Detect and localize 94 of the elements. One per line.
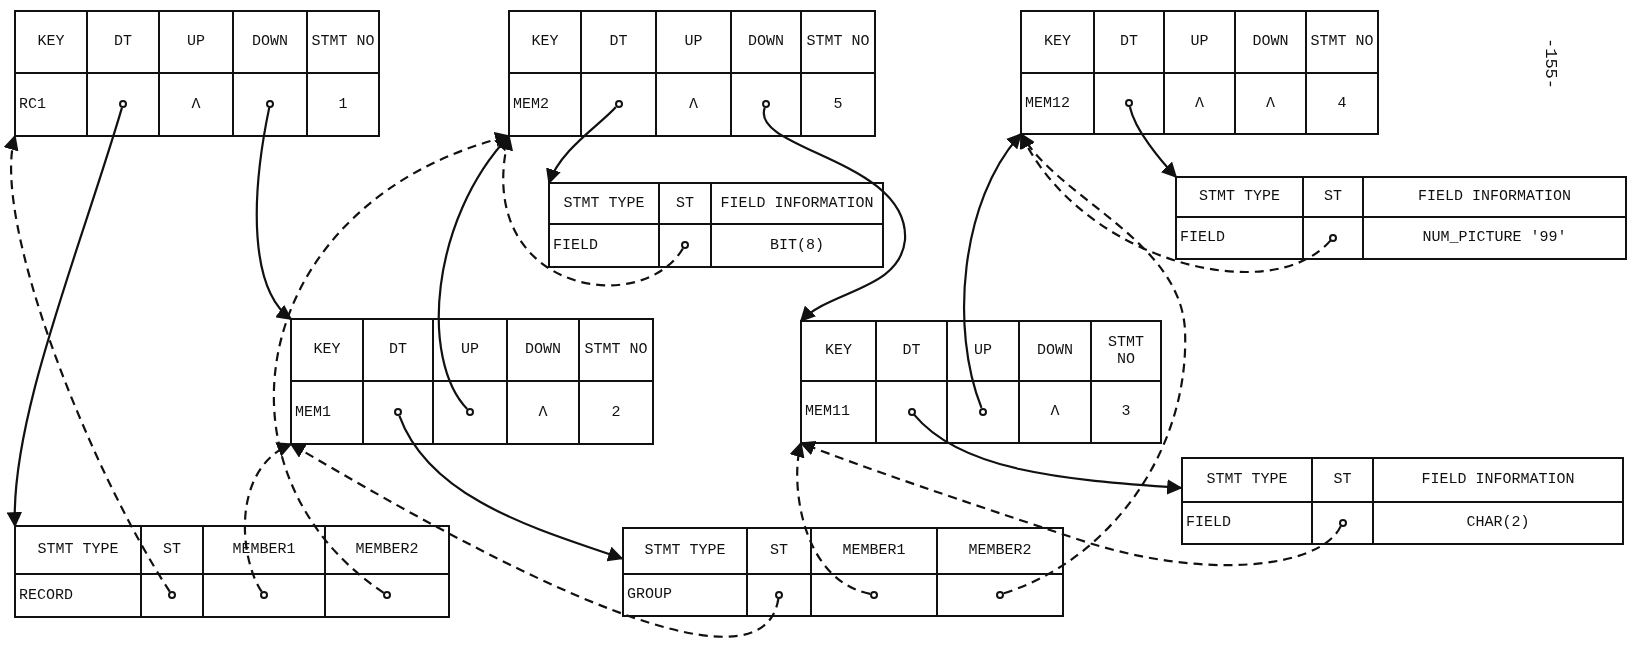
field-value: FIELD — [1186, 514, 1231, 532]
arrow — [1128, 106, 1178, 179]
column-header: ST — [676, 194, 694, 213]
column-header: UP — [974, 342, 992, 360]
column-header: FIELD INFORMATION — [720, 194, 874, 213]
statement-table — [1175, 176, 1627, 260]
column-header: STMT TYPE — [563, 194, 645, 213]
field-value: Λ — [1195, 94, 1204, 113]
column-header: DT — [389, 341, 407, 359]
column-header: MEMBER2 — [968, 542, 1032, 560]
field-value: MEM12 — [1025, 94, 1070, 113]
field-value: RECORD — [19, 586, 73, 605]
field-value: MEM11 — [805, 403, 850, 421]
field-value: NUM_PICTURE '99' — [1422, 229, 1567, 247]
statement-table — [622, 527, 1064, 617]
key-table — [1020, 10, 1379, 135]
key-table — [290, 318, 654, 445]
field-value: CHAR(2) — [1466, 514, 1530, 532]
field-value: BIT(8) — [770, 236, 824, 255]
column-header: DT — [114, 33, 132, 51]
dashed-arrow — [289, 443, 780, 638]
dashed-arrow — [499, 134, 684, 287]
column-header: UP — [684, 33, 703, 51]
column-header: DOWN — [1252, 33, 1289, 51]
column-header: MEMBER1 — [232, 541, 296, 559]
field-value: 2 — [611, 403, 621, 422]
column-header: FIELD INFORMATION — [1418, 188, 1571, 206]
field-value: FIELD — [1180, 229, 1225, 247]
column-header: KEY — [825, 342, 852, 360]
dashed-arrow — [790, 441, 871, 595]
column-header: ST — [770, 542, 788, 560]
arrow — [963, 132, 1022, 409]
field-value: Λ — [689, 95, 698, 114]
column-header: KEY — [531, 33, 559, 51]
dashed-arrow — [5, 134, 171, 593]
column-header: ST — [1333, 471, 1352, 489]
field-value: 1 — [338, 95, 348, 114]
statement-table — [1181, 457, 1624, 545]
arrow — [913, 413, 1183, 495]
column-header: DOWN — [525, 341, 561, 359]
column-header: FIELD INFORMATION — [1421, 471, 1575, 489]
field-value: RC1 — [19, 95, 46, 114]
field-value: 3 — [1121, 403, 1131, 421]
column-header: ST — [1324, 188, 1342, 206]
dashed-arrow — [799, 440, 1342, 567]
field-value: GROUP — [627, 586, 672, 604]
arrow — [255, 107, 293, 321]
column-header: MEMBER1 — [842, 542, 906, 560]
column-header: STMT TYPE — [37, 541, 119, 559]
column-header: MEMBER2 — [355, 541, 419, 559]
column-header: DOWN — [252, 33, 288, 51]
column-header: STMT TYPE — [1199, 188, 1280, 206]
page-number: -155- — [1541, 38, 1560, 89]
arrow — [398, 415, 624, 562]
column-header: KEY — [313, 341, 341, 359]
column-header: STMT NO — [584, 341, 648, 359]
column-header: STMT NO — [1310, 33, 1374, 51]
statement-table — [14, 525, 450, 618]
field-value: 5 — [833, 95, 843, 114]
field-value: MEM2 — [513, 95, 549, 114]
column-header: STMT NO — [806, 33, 870, 51]
field-value: FIELD — [553, 236, 598, 255]
column-header: DOWN — [748, 33, 784, 51]
dashed-arrow — [1003, 132, 1187, 595]
column-header: STMT NO — [1107, 333, 1145, 369]
column-header: DT — [1120, 33, 1138, 51]
field-value: Λ — [1266, 94, 1275, 113]
column-header: UP — [1190, 33, 1209, 51]
dashed-arrow — [1020, 132, 1332, 273]
arrow — [763, 107, 907, 322]
dashed-arrow — [273, 133, 511, 594]
dashed-arrow — [243, 443, 293, 593]
field-value: Λ — [538, 403, 548, 422]
key-table — [800, 320, 1162, 444]
field-value: 4 — [1337, 94, 1347, 113]
column-header: KEY — [37, 33, 65, 51]
arrow — [547, 106, 617, 185]
column-header: ST — [163, 541, 181, 559]
column-header: DT — [902, 342, 921, 360]
column-header: KEY — [1044, 33, 1071, 51]
column-header: STMT NO — [311, 33, 375, 51]
key-table — [508, 10, 876, 137]
column-header: DOWN — [1037, 342, 1073, 360]
column-header: DT — [609, 33, 628, 51]
field-value: Λ — [191, 95, 201, 114]
column-header: UP — [187, 33, 205, 51]
field-value: MEM1 — [295, 403, 331, 422]
column-header: UP — [461, 341, 479, 359]
statement-table — [548, 182, 884, 268]
column-header: STMT TYPE — [644, 542, 726, 560]
key-table — [14, 10, 380, 137]
arrow — [7, 107, 123, 528]
column-header: STMT TYPE — [1206, 471, 1288, 489]
field-value: Λ — [1050, 403, 1060, 421]
